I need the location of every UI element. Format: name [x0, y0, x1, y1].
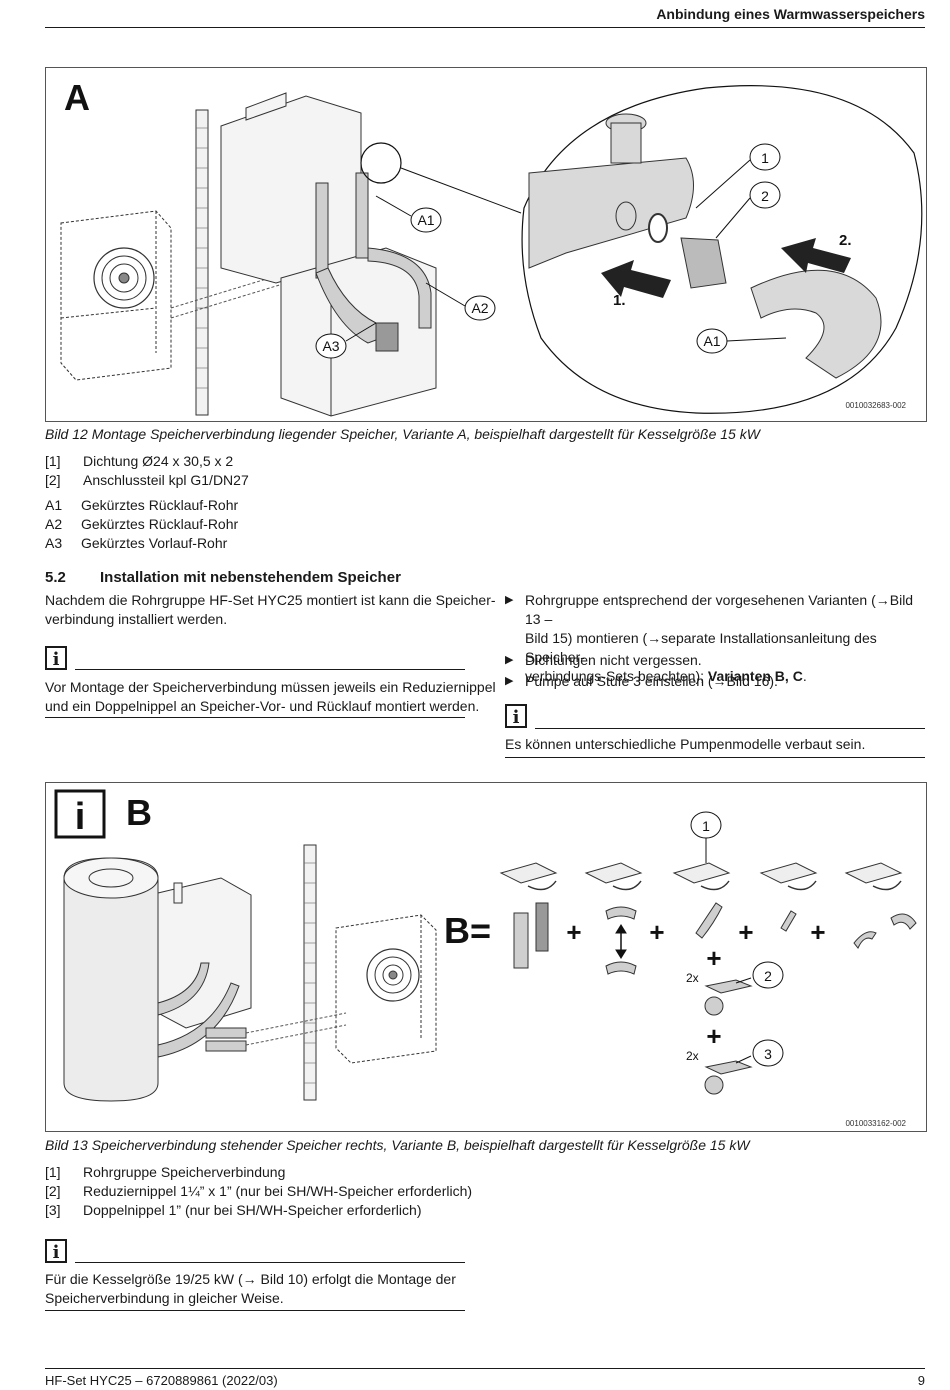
formula-label: B=: [444, 910, 491, 951]
multiplier-2x: 2x: [686, 971, 699, 985]
figure-13-caption: Bild 13 Speicherverbindung stehender Spe…: [45, 1137, 750, 1153]
pipe-group-drawing: [157, 962, 247, 1058]
package-icon: [499, 862, 903, 884]
info-icon: i: [505, 704, 527, 728]
plus-sign: +: [649, 917, 664, 947]
note-1-text: Vor Montage der Speicherverbindung müsse…: [45, 679, 496, 714]
info-icon: i: [45, 1239, 67, 1263]
bullet-item: ▶ Rohrgruppe entsprechend der vorgesehen…: [505, 592, 914, 684]
figure-13-id: 0010033162-002: [845, 1119, 906, 1128]
plus-sign: +: [566, 917, 581, 947]
note-divider-top: [75, 669, 465, 670]
arrow-step-1-icon: [601, 260, 671, 298]
bullet-item: ▶Pumpe auf Stufe 3 einstellen (→Bild 16)…: [505, 673, 778, 689]
plus-sign: +: [706, 943, 721, 973]
multiplier-2x: 2x: [686, 1049, 699, 1063]
double-arrow-icon: [615, 924, 627, 959]
storage-tank-drawing: [63, 857, 159, 1102]
figure-12-illustration: A: [60, 77, 923, 417]
figure-12-frame: A: [45, 67, 927, 422]
footer-divider: [45, 1368, 925, 1369]
legend-12-row: [1]Dichtung Ø24 x 30,5 x 2: [45, 453, 234, 469]
detail-magnifier: [521, 85, 923, 414]
wall-drawing: [195, 109, 209, 416]
callout-2: 2: [761, 188, 769, 204]
note-divider-bottom: [45, 1310, 465, 1311]
step-2-label: 2.: [839, 232, 852, 249]
callout-1: 1: [702, 818, 710, 834]
callout-A2: A2: [471, 300, 488, 316]
arrow-step-2-icon: [781, 238, 851, 273]
plus-sign: +: [738, 917, 753, 947]
section-intro: Nachdem die Rohrgruppe HF-Set HYC25 mont…: [45, 592, 496, 627]
bullet-item: ▶Dichtungen nicht vergessen.: [505, 652, 702, 668]
wall-drawing: [303, 844, 317, 1101]
figure-13-frame: i B: [45, 782, 927, 1132]
legend-13-row: [1]Rohrgruppe Speicherverbindung: [45, 1164, 286, 1180]
fan-grille-icon: [366, 948, 420, 1002]
legend-13-row: [3]Doppelnippel 1” (nur bei SH/WH-Speich…: [45, 1202, 422, 1218]
pipe-group-drawing: [315, 172, 432, 352]
info-icon: i: [45, 646, 67, 670]
plus-sign: +: [706, 1021, 721, 1051]
legend-12-row: [2]Anschlussteil kpl G1/DN27: [45, 472, 249, 488]
note-2-text: Es können unterschiedliche Pumpenmodelle…: [505, 736, 866, 752]
figure-13-info-icon: [54, 789, 106, 839]
page-header-title: Anbindung eines Warmwasserspeichers: [656, 6, 925, 22]
note-divider-bottom: [505, 757, 925, 758]
page-number: 9: [917, 1373, 925, 1388]
footer-doc-id: HF-Set HYC25 – 6720889861 (2022/03): [45, 1373, 278, 1388]
header-divider: [45, 27, 925, 28]
callout-A1-detail: A1: [703, 333, 720, 349]
figure-12-letter: A: [64, 77, 90, 118]
figure-13-letter: B: [126, 792, 152, 833]
note-divider-top: [75, 1262, 465, 1263]
outdoor-unit-drawing: [335, 914, 437, 1064]
callout-3: 3: [764, 1046, 772, 1062]
svg-text:i: i: [75, 796, 86, 838]
legend-13-row: [2]Reduziernippel 1¼” x 1” (nur bei SH/W…: [45, 1183, 473, 1199]
open-arrow-icon: [527, 880, 902, 891]
callout-A3: A3: [322, 338, 339, 354]
callout-2: 2: [764, 968, 772, 984]
figure-12-id: 0010032683-002: [845, 401, 906, 410]
step-1-label: 1.: [613, 292, 626, 309]
part-drawing: [513, 902, 917, 1095]
note-3-text: Für die Kesselgröße 19/25 kW (→ Bild 10)…: [45, 1271, 456, 1306]
figure-13-illustration: i B: [54, 789, 917, 1102]
callout-1: 1: [761, 150, 769, 166]
outdoor-unit-drawing: [60, 210, 172, 381]
callout-A1: A1: [417, 212, 434, 228]
note-divider-top: [535, 728, 925, 729]
fan-grille-icon: [93, 247, 155, 309]
figure-12-caption: Bild 12 Montage Speicherverbindung liege…: [45, 426, 760, 442]
plus-sign: +: [810, 917, 825, 947]
detail-pipe-fitting: [528, 113, 882, 379]
note-divider-bottom: [45, 717, 465, 718]
